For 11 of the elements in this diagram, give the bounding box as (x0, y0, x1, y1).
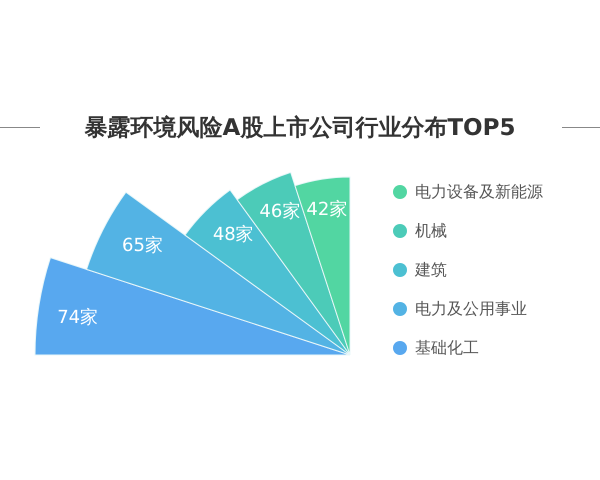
value-label: 48家 (212, 223, 254, 246)
legend-label: 电力及公用事业 (415, 298, 527, 320)
legend-label: 基础化工 (415, 338, 479, 358)
chart-title: 暴露环境风险A股上市公司行业分布TOP5 (84, 114, 516, 143)
value-label: 42家 (306, 198, 348, 221)
value-label: 74家 (57, 306, 98, 329)
legend-label: 建筑 (415, 260, 447, 280)
value-label: 65家 (122, 234, 163, 257)
legend-label: 机械 (415, 220, 447, 242)
value-label: 46家 (259, 200, 300, 224)
legend-label: 电力设备及新能源 (415, 182, 543, 202)
